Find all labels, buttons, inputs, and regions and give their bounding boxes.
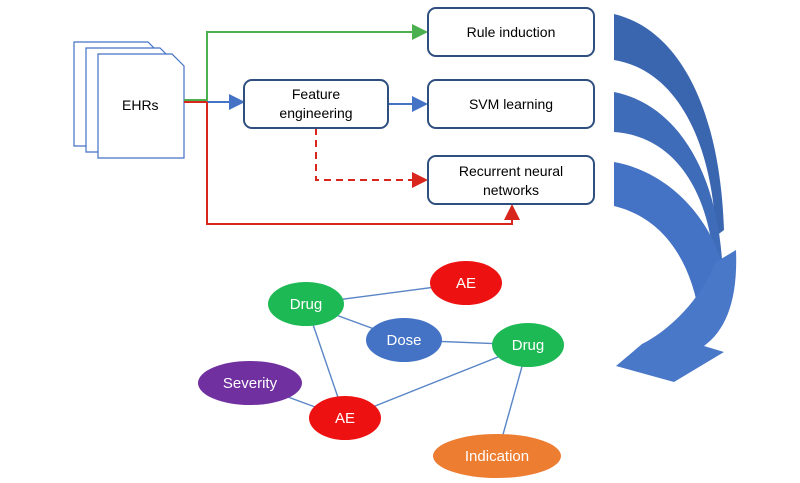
- graph-node-shape-drug2: [492, 323, 564, 367]
- graph-node-label-ae2: AE: [335, 410, 355, 427]
- curved-output-arrows: [614, 14, 737, 382]
- graph-node-shape-severity: [198, 361, 302, 405]
- curved-arrow-middle: [614, 92, 722, 262]
- graph-node-label-drug2: Drug: [512, 337, 545, 354]
- feature-engineering-label-2: engineering: [279, 105, 352, 121]
- feature-engineering-box: Feature engineering: [243, 79, 389, 129]
- pipeline-connectors: [184, 24, 520, 225]
- rnn-box: Recurrent neural networks: [427, 155, 595, 205]
- arrow-ehr-to-rnn: [206, 102, 520, 225]
- graph-node-shape-indication: [433, 434, 561, 478]
- graph-node-label-drug1: Drug: [290, 296, 323, 313]
- graph-node-drug2: Drug: [492, 323, 564, 367]
- curved-arrow-head: [616, 250, 737, 382]
- rnn-label-1: Recurrent neural: [459, 163, 563, 179]
- graph-node-shape-ae2: [309, 396, 381, 440]
- graph-node-label-ae1: AE: [456, 275, 476, 292]
- svm-learning-box: SVM learning: [427, 79, 595, 129]
- graph-node-shape-dose: [366, 318, 442, 362]
- feature-engineering-label-1: Feature: [292, 86, 340, 102]
- graph-node-ae2: AE: [309, 396, 381, 440]
- graph-node-drug1: Drug: [268, 282, 344, 326]
- curved-arrow-top: [614, 14, 724, 236]
- arrow-ehr-to-rule-induction: [184, 24, 428, 101]
- rnn-label-2: networks: [483, 182, 539, 198]
- graph-node-severity: Severity: [198, 361, 302, 405]
- rule-induction-box: Rule induction: [427, 7, 595, 57]
- graph-node-label-dose: Dose: [386, 332, 421, 349]
- graph-node-label-severity: Severity: [223, 375, 278, 392]
- graph-node-shape-drug1: [268, 282, 344, 326]
- graph-node-indication: Indication: [433, 434, 561, 478]
- svm-learning-label: SVM learning: [469, 96, 553, 112]
- rule-induction-label: Rule induction: [467, 24, 556, 40]
- ehr-document-stack: EHRs: [73, 41, 185, 159]
- ehr-label: EHRs: [122, 97, 159, 113]
- ehr-page-front: [97, 53, 185, 159]
- graph-node-ae1: AE: [430, 261, 502, 305]
- graph-node-shape-ae1: [430, 261, 502, 305]
- arrow-feature-to-rnn-dashed: [315, 128, 428, 188]
- curved-arrow-bottom: [614, 162, 726, 320]
- graph-node-dose: Dose: [366, 318, 442, 362]
- graph-node-label-indication: Indication: [465, 448, 529, 465]
- graph-edge-drug2-ae2: [344, 344, 529, 419]
